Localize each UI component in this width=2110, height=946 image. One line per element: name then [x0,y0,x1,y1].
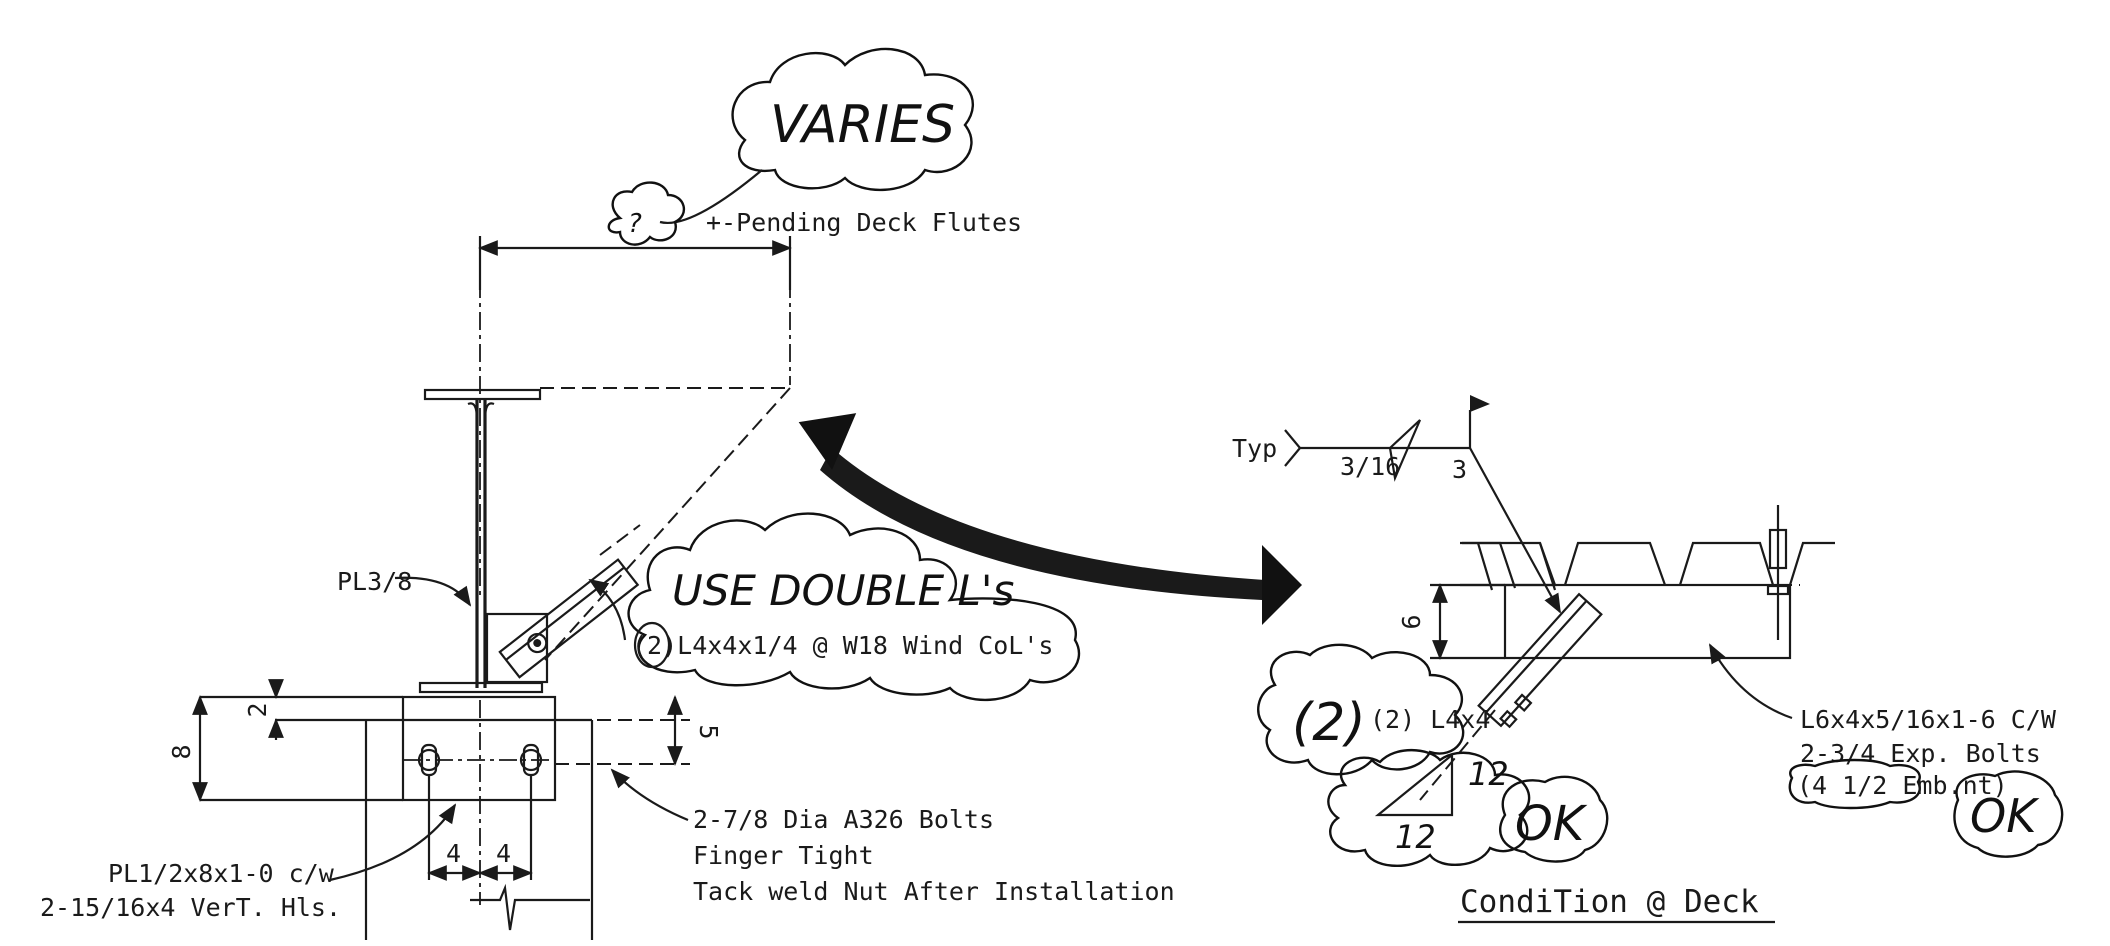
base-plate-label-1: PL1/2x8x1-0 c/w [108,859,335,888]
angle-2-label-2: 2-3/4 Exp. Bolts [1800,739,2041,768]
diagonal-angle [498,558,640,679]
right-detail: Typ 3/16 3 6 [1232,395,2064,924]
ok-left-text: OK [1515,796,1588,852]
weld-length-label: 3 [1452,455,1467,484]
dim-4b-label: 4 [496,839,511,868]
bolts-label-2: Finger Tight [693,841,874,870]
qty-2-hand: (2) [1292,693,1366,753]
dim-5: 5 [667,695,723,766]
dim-2-label: 2 [243,702,272,717]
l4x4-label: (2) L4x4 [1370,705,1490,734]
slope-run-label: 12 [1395,818,1436,856]
angle-callout-label: (2)L4x4x1/4 @ W18 Wind CoL's [632,631,1053,660]
l4x4-cloud: (2) (2) L4x4 [1257,643,1490,776]
use-double-text: USE DOUBLE L's [672,566,1014,615]
double-arrow [798,413,1302,625]
slope-rise-label: 12 [1468,755,1509,793]
weld-size-label: 3/16 [1340,452,1400,481]
ok-right-text: OK [1970,789,2040,843]
bolts-label-3: Tack weld Nut After Installation [693,877,1175,906]
use-double-cloud: USE DOUBLE L's (2)L4x4x1/4 @ W18 Wind Co… [627,512,1081,702]
dim-6-label: 6 [1397,614,1426,629]
dim-4a-label: 4 [446,839,461,868]
bolts-label-1: 2-7/8 Dia A326 Bolts [693,805,994,834]
base-plate [364,695,690,940]
plate-3-8-label: PL3/8 [337,567,412,596]
pending-flutes-label: +-Pending Deck Flutes [706,208,1022,237]
deck-beam: 6 [1397,505,1800,660]
question-mark: ? [628,209,642,239]
typ-label: Typ [1232,434,1277,463]
steel-column [418,388,544,694]
plate-3-8 [485,612,549,684]
dim-5-label: 5 [694,724,723,739]
pending-flute-dimension [478,236,792,661]
ok-left-cloud: OK [1499,775,1609,863]
left-detail: 8 2 5 4 4 PL3/8 PL1/2x8x1-0 c/ [40,208,1175,940]
dim-2: 2 [243,679,366,740]
base-plate-label-2: 2-15/16x4 VerT. Hls. [40,893,341,922]
condition-title: CondiTion @ Deck [1460,884,1759,920]
dim-4-4: 4 4 [427,775,533,881]
slope-cloud: 12 12 [1327,749,1531,867]
dim-8-label: 8 [167,744,196,759]
dim-8: 8 [167,695,403,802]
varies-text: VARIES [770,95,955,155]
angle-2-label-1: L6x4x5/16x1-6 C/W [1800,705,2057,734]
varies-cloud: VARIES ? [607,47,975,246]
ok-right-cloud: OK [1953,770,2064,858]
deck-angle [1477,592,1603,729]
